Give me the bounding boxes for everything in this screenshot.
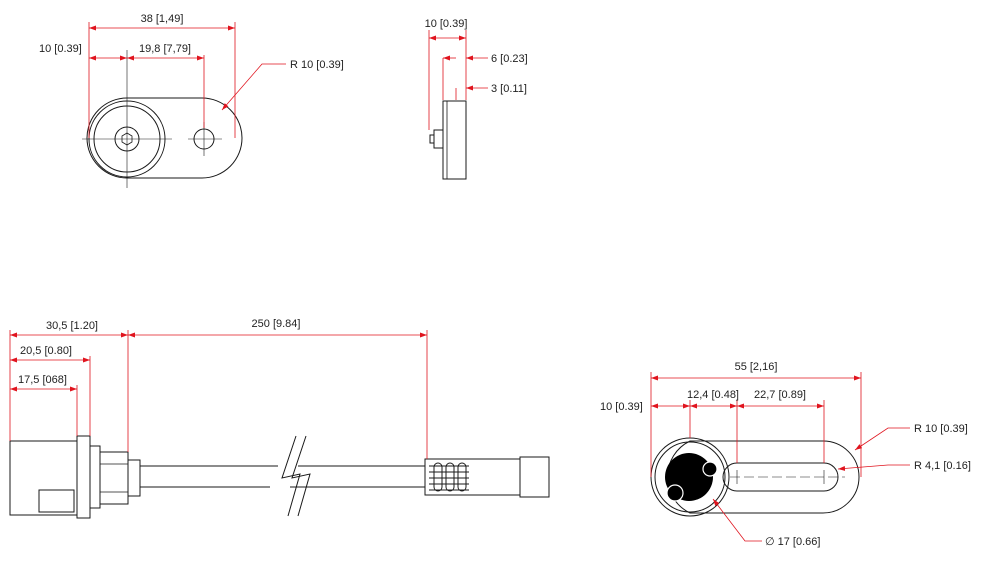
cable-housing-label <box>38 489 75 513</box>
bracket-inner-circle <box>654 441 726 513</box>
side-label-total: 10 [0.39] <box>425 18 468 30</box>
cable-plug-grip-lines <box>429 465 469 491</box>
side-screw-tip <box>429 134 435 144</box>
top-label-left: 10 [0.39] <box>39 43 82 55</box>
cable-nut-1 <box>89 445 101 509</box>
cable-label-housing: 17,5 [068] <box>18 374 67 386</box>
cable-break-mark-1 <box>281 435 301 517</box>
side-label-body: 6 [0.23] <box>491 53 528 65</box>
top-view: 38 [1,49] 10 [0.39] 19,8 [7,79] R 10 [0.… <box>39 13 344 188</box>
cable-housing <box>9 440 78 516</box>
bracket-slot <box>722 462 839 492</box>
top-label-radius: R 10 [0.39] <box>290 59 344 71</box>
cable-break-mark-2 <box>291 435 311 517</box>
bracket-label-overall: 55 [2,16] <box>735 361 778 373</box>
side-view: 10 [0.39] 6 [0.23] 3 [0.11] <box>425 18 528 180</box>
cable-view: 30,5 [1.20] 250 [9.84] 20,5 [0.80] 17,5 … <box>9 318 550 519</box>
cable-plug-grip-2 <box>445 462 455 492</box>
bracket-label-bore: ∅ 17 [0.66] <box>765 536 820 548</box>
cable-nut-2 <box>99 451 129 505</box>
bracket-leader-bore <box>712 498 762 542</box>
bracket-label-left: 10 [0.39] <box>600 401 643 413</box>
cable-plug-grip-1 <box>433 462 443 492</box>
top-view-outline <box>86 97 243 179</box>
bracket-leader-outer-radius <box>854 427 910 451</box>
top-label-overall: 38 [1,49] <box>141 13 184 25</box>
cable-label-flange: 20,5 [0.80] <box>20 345 72 357</box>
cable-label-connector: 30,5 [1.20] <box>46 320 98 332</box>
cable-strain-relief <box>127 459 141 497</box>
top-leader-radius <box>221 63 286 111</box>
cable-flange <box>76 435 91 519</box>
bracket-leader-slot-radius <box>837 464 910 471</box>
bracket-view: 55 [2,16] 10 [0.39] 12,4 [0.48] 22,7 [0.… <box>600 361 971 548</box>
bracket-bore-lobe-1 <box>666 484 684 502</box>
bracket-label-slot-radius: R 4,1 [0.16] <box>914 460 971 472</box>
cable-label-length: 250 [9.84] <box>252 318 301 330</box>
bracket-label-outer-radius: R 10 [0.39] <box>914 423 968 435</box>
bracket-label-slot-start: 12,4 [0.48] <box>687 389 739 401</box>
side-body <box>442 100 467 180</box>
cable-plug-grip-3 <box>457 462 467 492</box>
top-label-spacing: 19,8 [7,79] <box>139 43 191 55</box>
bracket-bore-lobe-2 <box>702 461 718 477</box>
bracket-label-slot-length: 22,7 [0.89] <box>754 389 806 401</box>
side-screw-head <box>433 129 444 149</box>
cable-plug-tip <box>519 456 550 498</box>
side-label-head: 3 [0.11] <box>491 83 527 95</box>
